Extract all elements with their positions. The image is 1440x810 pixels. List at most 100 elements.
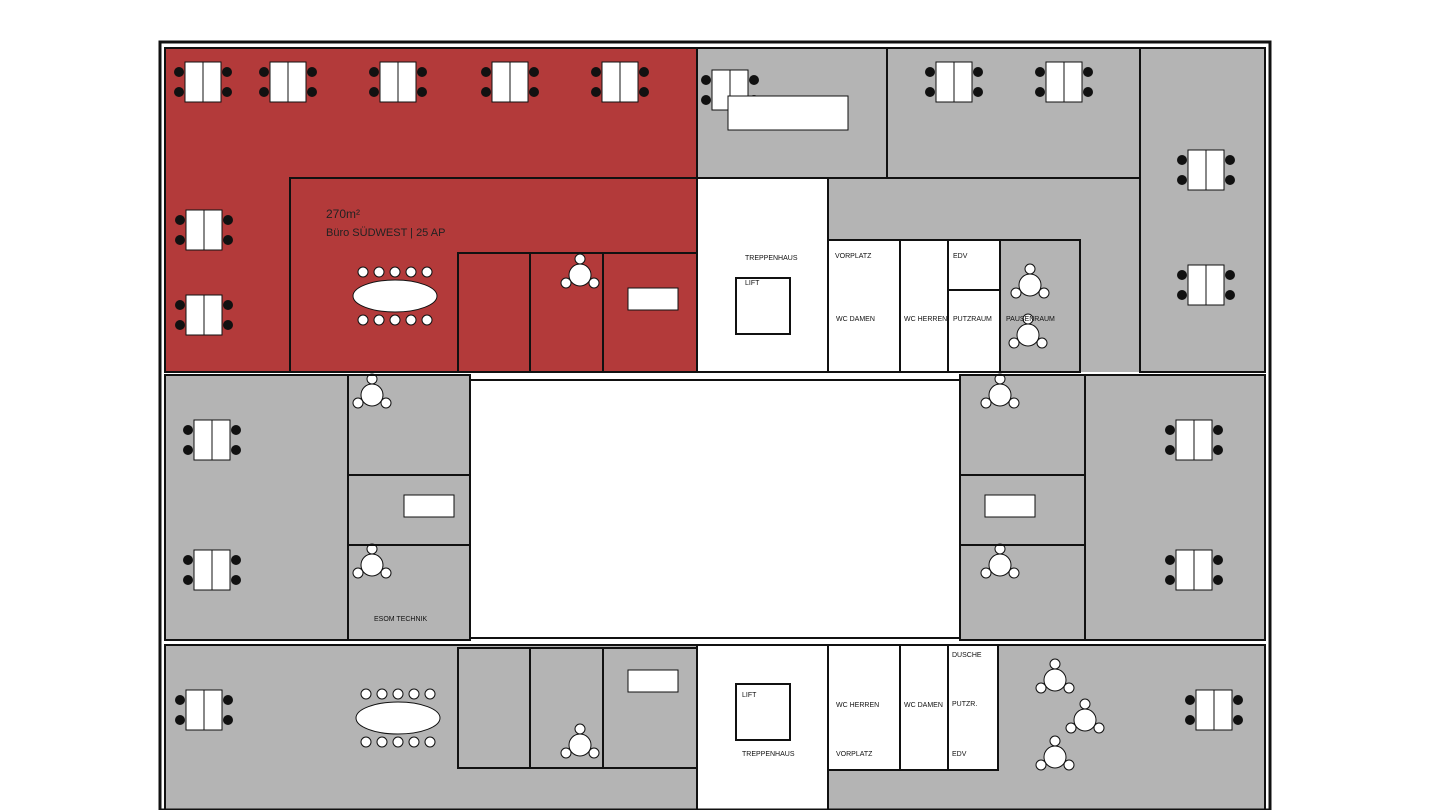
chair: [1049, 658, 1061, 670]
room: [1140, 48, 1265, 372]
room: [1000, 240, 1080, 372]
chair: [1213, 425, 1223, 435]
round-table: [1073, 708, 1097, 732]
room-vorplatz-top: VORPLATZ: [835, 253, 872, 260]
chair: [1093, 722, 1105, 734]
table: [403, 494, 455, 518]
chair: [1225, 155, 1235, 165]
chair: [175, 695, 185, 705]
chair: [1225, 175, 1235, 185]
room-lift-bottom: LIFT: [742, 692, 757, 699]
chair: [1035, 759, 1047, 771]
chair: [574, 253, 586, 265]
chair: [1063, 759, 1075, 771]
chair: [1008, 397, 1020, 409]
room-lift-top: LIFT: [745, 280, 760, 287]
wall: [827, 644, 999, 771]
room-putzr-bottom: PUTZR.: [952, 701, 977, 708]
table: [627, 287, 679, 311]
chair: [1177, 290, 1187, 300]
chair: [1010, 287, 1022, 299]
chair: [380, 397, 392, 409]
chair: [1036, 337, 1048, 349]
room-putzraum-top: PUTZRAUM: [953, 316, 992, 323]
chair: [408, 688, 420, 700]
chair: [560, 277, 572, 289]
chair: [231, 555, 241, 565]
room-stair-bottom: TREPPENHAUS: [742, 751, 795, 758]
chair: [175, 235, 185, 245]
wall: [158, 40, 1272, 810]
chair: [175, 715, 185, 725]
chair: [223, 300, 233, 310]
chair: [749, 75, 759, 85]
chair: [424, 688, 436, 700]
room-wc-damen-top: WC DAMEN: [836, 316, 875, 323]
chair: [1233, 695, 1243, 705]
chair: [389, 314, 401, 326]
chair: [307, 67, 317, 77]
room: [828, 645, 998, 770]
chair: [1035, 682, 1047, 694]
chair: [529, 87, 539, 97]
chair: [183, 425, 193, 435]
wall: [999, 239, 1081, 373]
chair: [1063, 682, 1075, 694]
chair: [1233, 715, 1243, 725]
chair: [1213, 575, 1223, 585]
conference-table: [352, 279, 438, 313]
chair: [1083, 87, 1093, 97]
chair: [421, 314, 433, 326]
chair: [591, 87, 601, 97]
chair: [588, 277, 600, 289]
chair: [175, 300, 185, 310]
chair: [1035, 87, 1045, 97]
chair: [980, 567, 992, 579]
conference-table: [355, 701, 441, 735]
chair: [231, 425, 241, 435]
chair: [405, 266, 417, 278]
chair: [1225, 270, 1235, 280]
chair: [231, 445, 241, 455]
chair: [1008, 567, 1020, 579]
chair: [174, 87, 184, 97]
chair: [1165, 425, 1175, 435]
table: [984, 494, 1036, 518]
chair: [392, 736, 404, 748]
chair: [1038, 287, 1050, 299]
chair: [392, 688, 404, 700]
chair: [223, 320, 233, 330]
chair: [1225, 290, 1235, 300]
round-table: [988, 383, 1012, 407]
chair: [222, 67, 232, 77]
room: [887, 48, 1140, 178]
room-edv-top: EDV: [953, 253, 968, 260]
room-wc-herren-top: WC HERREN: [904, 316, 947, 323]
chair: [175, 320, 185, 330]
room: [697, 178, 828, 372]
chair: [529, 67, 539, 77]
wall: [1139, 47, 1266, 373]
chair: [231, 575, 241, 585]
chair: [259, 87, 269, 97]
chair: [183, 445, 193, 455]
chair: [1185, 695, 1195, 705]
chair: [376, 688, 388, 700]
chair: [1065, 722, 1077, 734]
chair: [1177, 175, 1187, 185]
room: [697, 645, 828, 810]
wall: [469, 379, 961, 639]
chair: [701, 75, 711, 85]
chair: [223, 215, 233, 225]
chair: [1022, 313, 1034, 325]
room: [828, 178, 1140, 240]
chair: [360, 736, 372, 748]
chair: [701, 95, 711, 105]
room-dusche: DUSCHE: [952, 652, 982, 659]
chair: [417, 67, 427, 77]
chair: [639, 67, 649, 77]
chair: [222, 87, 232, 97]
highlight-area: 270m²: [326, 207, 360, 221]
chair: [175, 215, 185, 225]
